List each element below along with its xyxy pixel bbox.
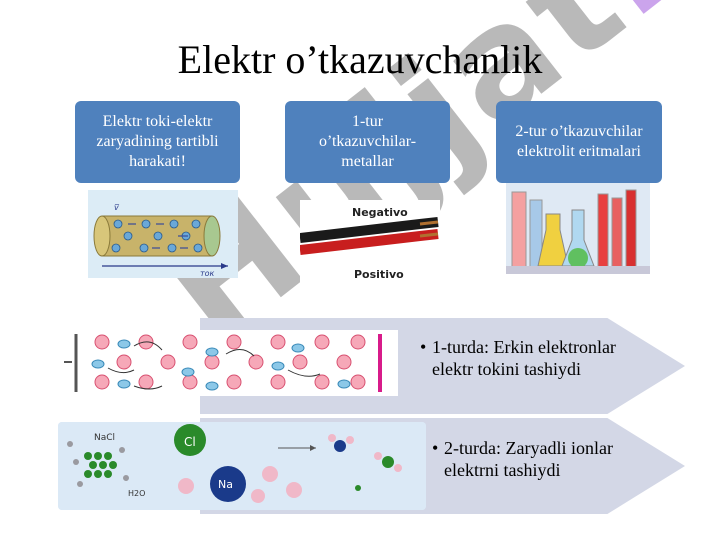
conductor-image: ток v̅ bbox=[88, 190, 238, 278]
bullet-first-type: • 1-turda: Erkin elektronlar elektr toki… bbox=[420, 336, 645, 380]
nacl-label: NaCl bbox=[94, 433, 115, 443]
cl-ion-label: Cl bbox=[184, 435, 196, 449]
second-type-box: 2-tur o’tkazuvchilar elektrolit eritmala… bbox=[496, 101, 662, 183]
negative-label: Negativo bbox=[352, 206, 408, 219]
na-ion-label: Na bbox=[218, 478, 233, 491]
electrolyte-solution-image: NaCl H2O Cl Na bbox=[58, 422, 426, 510]
definition-box: Elektr toki-elektr zaryadining tartibli … bbox=[75, 101, 240, 183]
positive-label: Positivo bbox=[354, 268, 404, 281]
wire-image: Negativo Positivo bbox=[300, 200, 440, 284]
current-label: ток bbox=[200, 269, 215, 278]
bullet-second-type-text: 2-turda: Zaryadli ionlar elektrni tashiy… bbox=[444, 437, 652, 481]
lab-glassware-image bbox=[506, 180, 650, 274]
first-type-text: 1-tur o’tkazuvchilar-metallar bbox=[285, 112, 450, 172]
definition-text: Elektr toki-elektr zaryadining tartibli … bbox=[75, 112, 240, 172]
slide-title: Elektr o’tkazuvchanlik bbox=[0, 36, 720, 83]
velocity-label: v̅ bbox=[114, 203, 120, 212]
first-type-box: 1-tur o’tkazuvchilar-metallar bbox=[285, 101, 450, 183]
second-type-text: 2-tur o’tkazuvchilar elektrolit eritmala… bbox=[496, 122, 662, 162]
bullet-second-type: • 2-turda: Zaryadli ionlar elektrni tash… bbox=[432, 437, 652, 481]
bullet-first-type-text: 1-turda: Erkin elektronlar elektr tokini… bbox=[432, 336, 645, 380]
water-label: H2O bbox=[128, 489, 145, 498]
metal-electrons-image bbox=[58, 330, 398, 396]
